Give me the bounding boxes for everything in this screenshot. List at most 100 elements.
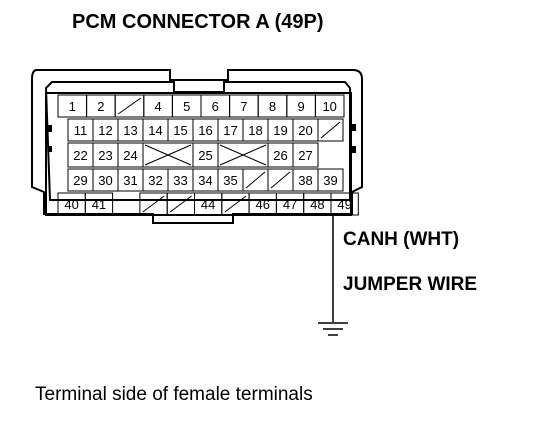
terminal-number: 26 (273, 148, 287, 163)
terminal-number: 25 (198, 148, 212, 163)
terminal-number: 1 (69, 99, 76, 114)
terminal-49: 49 (330, 192, 359, 216)
ground-symbol-icon (318, 322, 348, 336)
terminal-number: 38 (298, 173, 312, 188)
terminal-38: 38 (292, 168, 319, 192)
terminal-14: 14 (142, 118, 169, 142)
terminal-19: 19 (267, 118, 294, 142)
terminal-number: 40 (64, 197, 78, 212)
blocked-double-cavity (217, 142, 269, 168)
terminal-number: 48 (310, 197, 324, 212)
terminal-31: 31 (117, 168, 144, 192)
slash-cavity-icon (169, 195, 192, 213)
blocked-cavity (267, 168, 294, 192)
terminal-number: 2 (97, 99, 104, 114)
terminal-27: 27 (292, 142, 319, 168)
terminal-number: 8 (269, 99, 276, 114)
page-title: PCM CONNECTOR A (49P) (72, 11, 324, 33)
terminal-number: 47 (283, 197, 297, 212)
terminal-12: 12 (92, 118, 119, 142)
terminal-number: 33 (173, 173, 187, 188)
terminal-number: 20 (298, 123, 312, 138)
terminal-46: 46 (248, 192, 277, 216)
terminal-23: 23 (92, 142, 119, 168)
terminal-25: 25 (192, 142, 219, 168)
wire-color-label: CANH (WHT) (343, 229, 459, 250)
terminal-39: 39 (317, 168, 344, 192)
terminal-number: 11 (74, 123, 88, 138)
terminal-number: 4 (154, 99, 161, 114)
slash-cavity-icon (320, 121, 341, 139)
terminal-number: 19 (273, 123, 287, 138)
terminal-number: 29 (73, 173, 87, 188)
terminal-number: 39 (323, 173, 337, 188)
terminal-number: 35 (223, 173, 237, 188)
terminal-11: 11 (67, 118, 94, 142)
x-cavity-icon (144, 144, 192, 166)
blocked-cavity (166, 192, 195, 216)
blocked-cavity (242, 168, 269, 192)
terminal-number: 24 (123, 148, 137, 163)
blocked-cavity (221, 192, 250, 216)
terminal-16: 16 (192, 118, 219, 142)
terminal-18: 18 (242, 118, 269, 142)
terminal-26: 26 (267, 142, 294, 168)
terminal-4: 4 (143, 94, 173, 118)
terminal-35: 35 (217, 168, 244, 192)
terminal-number: 46 (256, 197, 270, 212)
terminal-15: 15 (167, 118, 194, 142)
housing-rib-marks (48, 124, 356, 153)
terminal-7: 7 (229, 94, 259, 118)
terminal-47: 47 (275, 192, 305, 216)
blocked-cavity (317, 118, 344, 142)
terminal-number: 34 (198, 173, 212, 188)
slash-cavity-icon (224, 195, 247, 213)
terminal-number: 22 (73, 148, 87, 163)
terminal-number: 17 (223, 123, 237, 138)
terminal-24: 24 (117, 142, 144, 168)
terminal-number: 13 (123, 123, 137, 138)
terminal-number: 23 (98, 148, 112, 163)
terminal-number: 49 (337, 197, 351, 212)
terminal-number: 12 (98, 123, 112, 138)
terminal-5: 5 (171, 94, 202, 118)
terminal-number: 18 (248, 123, 262, 138)
terminal-10: 10 (314, 94, 345, 118)
terminal-number: 5 (183, 99, 190, 114)
terminal-number: 30 (98, 173, 112, 188)
terminal-22: 22 (67, 142, 94, 168)
terminal-44: 44 (194, 192, 223, 216)
terminal-number: 7 (240, 99, 247, 114)
terminal-9: 9 (286, 94, 316, 118)
terminal-41: 41 (84, 192, 114, 216)
terminal-13: 13 (117, 118, 144, 142)
slash-cavity-icon (245, 171, 266, 189)
terminal-number: 16 (198, 123, 212, 138)
terminal-17: 17 (217, 118, 244, 142)
jumper-wire-label: JUMPER WIRE (343, 274, 477, 295)
terminal-number: 27 (298, 148, 312, 163)
terminal-30: 30 (92, 168, 119, 192)
slash-cavity-icon (270, 171, 291, 189)
blocked-cavity (114, 94, 145, 118)
slash-cavity-icon (142, 195, 165, 213)
terminal-number: 41 (92, 197, 106, 212)
blocked-cavity (139, 192, 168, 216)
terminal-40: 40 (57, 192, 86, 216)
terminal-2: 2 (86, 94, 116, 118)
terminal-number: 6 (212, 99, 219, 114)
terminal-number: 9 (297, 99, 304, 114)
terminal-number: 31 (123, 173, 137, 188)
terminal-20: 20 (292, 118, 319, 142)
terminal-48: 48 (303, 192, 332, 216)
x-cavity-icon (219, 144, 267, 166)
slash-cavity-icon (117, 97, 142, 115)
terminal-8: 8 (257, 94, 288, 118)
blocked-double-cavity (142, 142, 194, 168)
terminal-1: 1 (57, 94, 88, 118)
terminal-33: 33 (167, 168, 194, 192)
terminal-6: 6 (200, 94, 231, 118)
terminal-34: 34 (192, 168, 219, 192)
